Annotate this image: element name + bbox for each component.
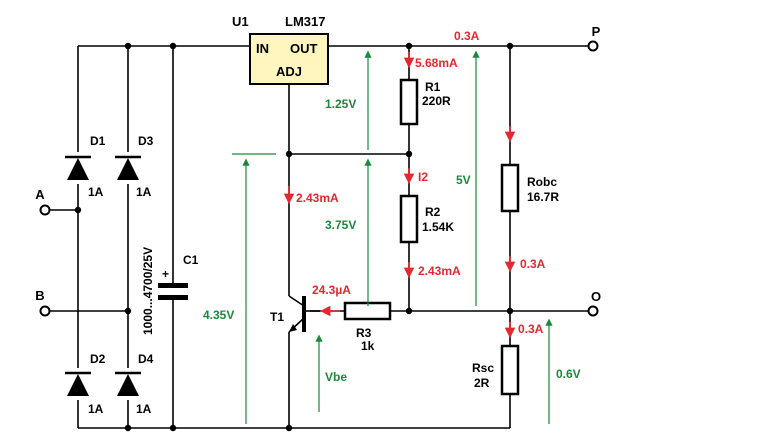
resistor-r1: R1 220R: [399, 78, 451, 126]
diode-d3: D3 1A: [115, 134, 154, 199]
svg-text:220R: 220R: [422, 94, 451, 108]
svg-text:D4: D4: [138, 352, 154, 366]
svg-text:LM317: LM317: [285, 14, 325, 29]
svg-text:C1: C1: [183, 253, 199, 267]
junction-dots: [74, 42, 514, 432]
svg-text:I2: I2: [418, 170, 428, 184]
current-labels: 0.3A 5.68mA I2 2.43mA 2.43mA 24.3µA 0.3A…: [296, 29, 546, 336]
svg-text:0.3A: 0.3A: [520, 257, 546, 271]
svg-text:+: +: [162, 267, 169, 281]
svg-text:24.3µA: 24.3µA: [312, 283, 351, 297]
svg-text:IN: IN: [256, 41, 269, 56]
svg-text:2.43mA: 2.43mA: [296, 191, 339, 205]
svg-text:5V: 5V: [456, 173, 471, 187]
svg-text:ADJ: ADJ: [276, 64, 302, 79]
resistor-r3: R3 1k: [343, 301, 392, 353]
svg-text:R1: R1: [425, 80, 441, 94]
svg-text:4.35V: 4.35V: [203, 308, 234, 322]
svg-text:O: O: [591, 289, 601, 304]
terminal-p: P: [587, 24, 601, 52]
diode-d4: D4 1A: [115, 352, 154, 416]
resistor-robc: Robc 16.7R: [500, 163, 559, 213]
svg-text:1A: 1A: [88, 185, 104, 199]
svg-text:P: P: [592, 24, 601, 39]
svg-text:1A: 1A: [136, 185, 152, 199]
svg-text:1A: 1A: [88, 402, 104, 416]
svg-text:3.75V: 3.75V: [325, 218, 356, 232]
svg-text:1000...4700/25V: 1000...4700/25V: [141, 247, 155, 335]
svg-text:2R: 2R: [474, 376, 490, 390]
svg-text:0.3A: 0.3A: [518, 322, 544, 336]
svg-text:0.6V: 0.6V: [556, 367, 581, 381]
terminal-a: A: [35, 187, 51, 216]
svg-text:5.68mA: 5.68mA: [415, 56, 458, 70]
terminal-b: B: [35, 288, 51, 317]
svg-text:U1: U1: [232, 14, 249, 29]
svg-text:Robc: Robc: [527, 175, 557, 189]
transistor-t1: T1: [270, 295, 320, 333]
diode-d1: D1 1A: [65, 134, 106, 199]
svg-text:D1: D1: [90, 134, 106, 148]
current-arrows: [283, 52, 516, 339]
svg-text:Rsc: Rsc: [472, 361, 494, 375]
svg-text:1k: 1k: [361, 339, 375, 353]
svg-text:1.25V: 1.25V: [325, 97, 356, 111]
svg-text:0.3A: 0.3A: [454, 29, 480, 43]
svg-text:B: B: [35, 288, 44, 303]
svg-text:Vbe: Vbe: [325, 370, 347, 384]
svg-text:T1: T1: [270, 310, 284, 324]
regulator-u1: U1 LM317 IN OUT ADJ: [232, 14, 329, 85]
svg-text:A: A: [35, 187, 45, 202]
terminal-o: O: [587, 289, 601, 317]
voltage-labels: 1.25V 3.75V 5V 4.35V Vbe 0.6V: [203, 97, 581, 384]
svg-text:R3: R3: [356, 326, 372, 340]
svg-text:16.7R: 16.7R: [527, 190, 559, 204]
svg-text:OUT: OUT: [290, 41, 318, 56]
svg-text:D3: D3: [138, 134, 154, 148]
resistor-r2: R2 1.54K: [399, 194, 454, 244]
capacitor-c1: + C1 1000...4700/25V: [141, 247, 199, 335]
svg-text:R2: R2: [425, 205, 441, 219]
diode-d2: D2 1A: [65, 352, 106, 416]
svg-text:2.43mA: 2.43mA: [418, 264, 461, 278]
svg-text:1A: 1A: [136, 402, 152, 416]
svg-text:1.54K: 1.54K: [422, 220, 454, 234]
voltage-arrows: [232, 50, 553, 424]
resistor-rsc: Rsc 2R: [472, 344, 520, 396]
svg-text:D2: D2: [90, 352, 106, 366]
